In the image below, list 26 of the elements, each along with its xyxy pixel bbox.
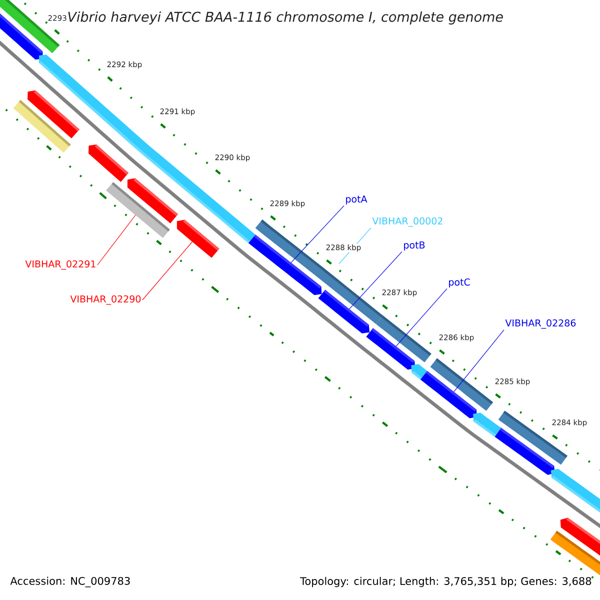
gene-feature — [13, 100, 71, 153]
gene-label: VIBHAR_02291 — [25, 260, 96, 270]
leader-line — [454, 330, 504, 392]
footer-text: Accession: NC_009783 — [10, 576, 130, 588]
gene-feature — [550, 468, 600, 512]
gene-feature — [430, 358, 494, 411]
leader-line — [290, 205, 344, 263]
gene-feature — [106, 182, 170, 238]
gene-feature — [550, 530, 600, 576]
leader-line — [97, 214, 136, 266]
leader-line — [348, 251, 402, 310]
gene-feature — [376, 316, 432, 362]
gene-label: VIBHAR_02286 — [505, 319, 576, 329]
gene-feature — [88, 144, 129, 182]
gene-label: potA — [346, 196, 368, 204]
leader-line — [142, 241, 193, 300]
footer-text: Topology: circular; Length: 3,765,351 bp; Genes: 3,688 — [300, 576, 592, 588]
gene-label: potC — [449, 278, 470, 288]
gene-feature — [473, 412, 502, 437]
gene-label: potB — [404, 242, 425, 250]
gene-label: VIBHAR_00002 — [372, 217, 442, 227]
gene-feature — [176, 220, 220, 258]
leader-line — [396, 288, 448, 347]
gene-label: VIBHAR_02290 — [70, 295, 141, 305]
gene-feature — [411, 364, 428, 380]
title: Vibrio harveyi ATCC BAA-1116 chromosome I, complete genome — [68, 11, 503, 25]
